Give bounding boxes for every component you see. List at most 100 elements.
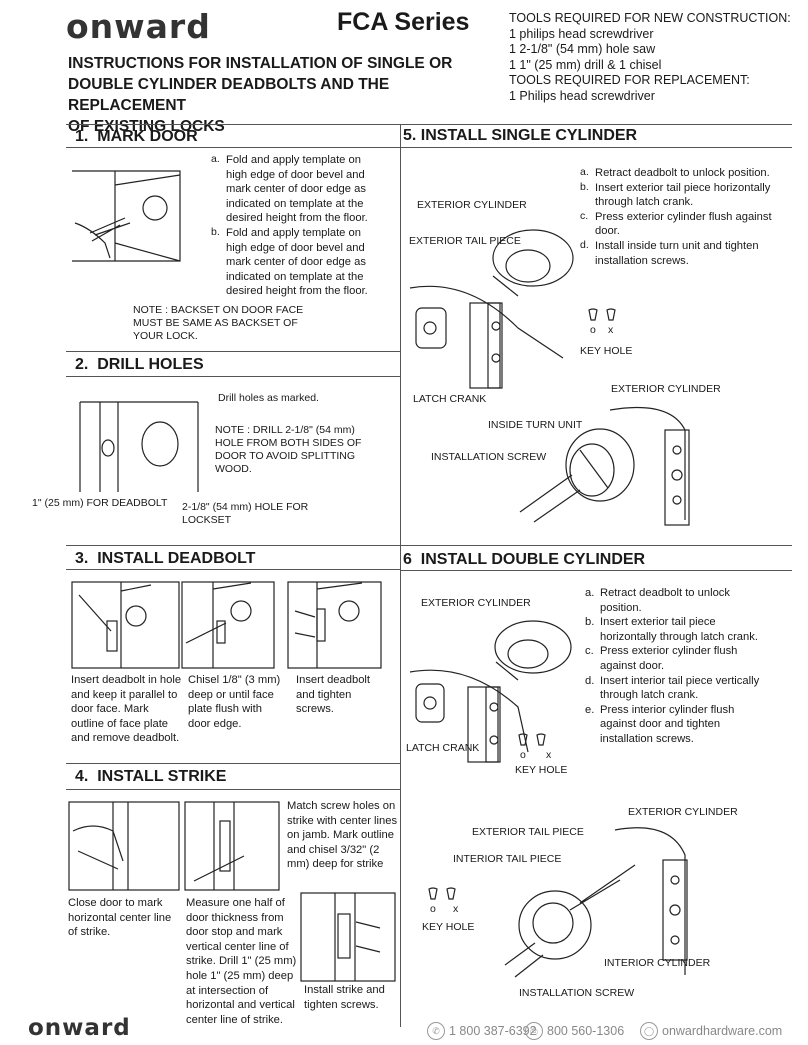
section-underline [66,147,400,148]
website-link[interactable]: onwardhardware.com [662,1024,783,1038]
strike-caption-match: Match screw holes on strike with center … [287,800,398,871]
section-underline [66,376,400,377]
tools-item: 1 1" (25 mm) drill & 1 chisel [509,57,662,72]
tools-heading-new: TOOLS REQUIRED FOR NEW CONSTRUCTION: [509,11,791,25]
label-latch-crank: LATCH CRANK [413,393,487,405]
key-hole-x: x [453,903,459,915]
label-inside-turn-unit: INSIDE TURN UNIT [488,419,583,431]
step-text: Insert exterior tail piece horizontally … [600,616,758,643]
step-key: a. [580,166,589,178]
phone-number-1: 1 800 387-6392 [449,1024,537,1038]
step-text: Press exterior cylinder flush against do… [595,210,772,238]
footer-phone-2: ⎙ 800 560-1306 [525,1022,624,1040]
section-number: 4. [75,768,89,785]
step-key: a. [585,587,595,599]
section-3-heading: 3. INSTALL DEADBOLT [75,550,255,568]
tools-item: 1 Philips head screwdriver [509,88,655,103]
label-key-hole: KEY HOLE [580,345,633,357]
label-exterior-cylinder-2: EXTERIOR CYLINDER [628,806,738,818]
key-hole-icon [588,308,616,321]
step-text: Retract deadbolt to unlock position. [600,587,730,614]
label-installation-screw: INSTALLATION SCREW [519,987,635,999]
label-installation-screw: INSTALLATION SCREW [431,451,547,463]
section-number: 3. [75,550,89,567]
section-number: 6 [403,551,412,568]
section-2-heading: 2. DRILL HOLES [75,356,204,374]
strike-measure-illustration [184,801,280,891]
single-cylinder-exterior-illustration [409,229,574,389]
step-text: Retract deadbolt to unlock position. [595,167,770,179]
step-key: b. [211,225,220,238]
section-6-heading: 6 INSTALL DOUBLE CYLINDER [403,551,645,569]
label-exterior-cylinder-2: EXTERIOR CYLINDER [611,383,721,395]
step-text: Press exterior cylinder flush against do… [600,645,738,672]
deadbolt-step-3-illustration [287,581,382,669]
key-hole-o: o [520,749,526,761]
deadbolt-step-1-illustration [71,581,180,669]
label-lockset-hole: 2-1/8" (54 mm) HOLE FOR LOCKSET [182,501,309,526]
double-cylinder-interior-illustration [504,827,688,978]
section-title: INSTALL DEADBOLT [97,550,256,567]
section-underline [66,789,400,790]
step-a: a. Retract deadbolt to unlock position. [585,586,770,615]
step-c: c.Press exterior cylinder flush against … [580,210,790,239]
header-divider [66,124,792,125]
single-cylinder-interior-illustration [519,407,690,526]
step-b: b. Insert exterior tail piece horizontall… [585,615,770,644]
label-exterior-cylinder: EXTERIOR CYLINDER [421,597,531,609]
section-title: INSTALL SINGLE CYLINDER [420,127,638,144]
step-d: d.Insert interior tail piece vertically … [585,674,770,703]
step-e: e. Press interior cylinder flush against … [585,703,770,747]
double-cylinder-steps: a. Retract deadbolt to unlock position. b… [585,586,770,747]
step-text: Insert interior tail piece vertically th… [600,674,760,702]
section-underline [400,570,792,571]
step-text: Install inside turn unit and tighten ins… [595,239,759,267]
label-key-hole: KEY HOLE [515,764,568,776]
title-line-1: INSTRUCTIONS FOR INSTALLATION OF SINGLE … [68,55,453,72]
step-key: e. [585,703,595,716]
section-number: 2. [75,356,89,373]
phone-icon: ✆ [427,1022,445,1040]
globe-icon: ◯ [640,1022,658,1040]
divider-sec2 [66,351,400,352]
strike-install-illustration [300,892,396,982]
step-text: Press interior cylinder flush against do… [600,703,735,745]
step-key: b. [580,180,589,193]
mark-door-steps: a.Fold and apply template on high edge o… [211,153,383,299]
deadbolt-caption-1: Insert deadbolt in hole and keep it para… [71,674,182,745]
key-hole-o: o [590,324,596,336]
key-hole-icon [428,887,456,900]
tools-item: 1 2-1/8" (54 mm) hole saw [509,42,656,56]
step-key: b. [585,616,595,629]
footer-website[interactable]: ◯ onwardhardware.com [640,1022,782,1040]
step-key: a. [211,153,220,165]
label-exterior-tail-piece: EXTERIOR TAIL PIECE [409,235,521,247]
key-hole-x: x [546,749,552,761]
divider-sec3 [66,545,400,546]
deadbolt-caption-2: Chisel 1/8" (3 mm) deep or until face pl… [188,674,281,730]
drill-holes-text: Drill holes as marked. [218,392,319,404]
phone-number-2: 800 560-1306 [547,1024,625,1038]
divider-sec6 [400,545,792,546]
step-b: b.Insert exterior tail piece horizontall… [580,181,790,210]
strike-close-door-illustration [68,801,180,891]
section-title: INSTALL DOUBLE CYLINDER [420,551,646,568]
deadbolt-caption-3: Insert deadbolt and tighten screws. [296,674,371,716]
label-deadbolt-hole: 1" (25 mm) FOR DEADBOLT [32,497,168,509]
label-key-hole-2: KEY HOLE [422,921,475,933]
section-title: DRILL HOLES [97,356,204,373]
mark-door-illustration [72,170,181,262]
fax-icon: ⎙ [525,1022,543,1040]
key-hole-x: x [608,324,614,336]
section-underline [400,147,792,148]
section-number: 1. [75,128,89,145]
page-title: INSTRUCTIONS FOR INSTALLATION OF SINGLE … [68,53,488,137]
brand-logo: onward [66,7,211,46]
title-line-2: DOUBLE CYLINDER DEADBOLTS AND THE REPLAC… [68,76,390,114]
section-underline [66,569,400,570]
section-1-heading: 1. MARK DOOR [75,128,198,146]
section-5-heading: 5. INSTALL SINGLE CYLINDER [403,127,637,145]
series-title: FCA Series [337,8,470,36]
step-b: b.Fold and apply template on high edge o… [211,226,383,299]
drill-holes-illustration [79,401,199,492]
